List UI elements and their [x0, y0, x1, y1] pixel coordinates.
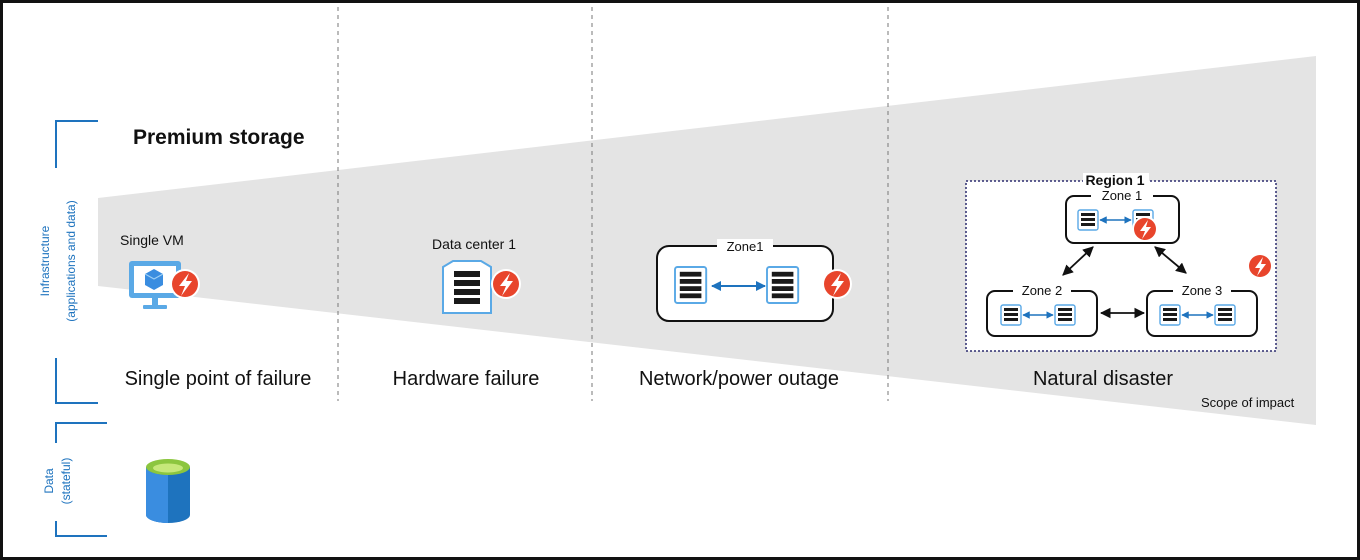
infrastructure-label: Infrastructure: [38, 225, 52, 296]
server-rack-icon: [1054, 304, 1076, 326]
zone-3-label: Zone 3: [1182, 283, 1222, 298]
premium-storage-heading: Premium storage: [133, 126, 305, 149]
zone-2-label: Zone 2: [1022, 283, 1062, 298]
lightning-failure-icon: [822, 269, 852, 299]
failure-label-natural-disaster: Natural disaster: [1033, 368, 1173, 390]
server-rack-icon: [674, 266, 708, 304]
server-rack-icon: [1159, 304, 1181, 326]
zone-1-label: Zone 1: [1102, 188, 1142, 203]
server-rack-icon: [442, 260, 492, 314]
lightning-failure-icon: [1132, 216, 1158, 242]
single-vm-label: Single VM: [120, 232, 184, 248]
failure-label-hardware: Hardware failure: [393, 368, 540, 390]
zone1-label: Zone1: [727, 239, 764, 254]
virtual-machine-icon: [129, 261, 181, 309]
lightning-failure-icon: [170, 269, 200, 299]
scope-of-impact-label: Scope of impact: [1201, 395, 1295, 410]
region-label: Region 1: [1085, 172, 1144, 188]
zone1-zone2-arrow: [1062, 246, 1094, 276]
data-center-label: Data center 1: [432, 236, 516, 252]
failure-label-single-point: Single point of failure: [125, 368, 312, 390]
lightning-failure-icon: [491, 269, 521, 299]
server-rack-icon: [1214, 304, 1236, 326]
column-dividers: [337, 7, 889, 401]
failure-label-network-power: Network/power outage: [639, 368, 839, 390]
server-rack-icon: [766, 266, 800, 304]
diagram-canvas: Infrastructure (applications and data) D…: [31, 7, 1316, 537]
data-sublabel: (stateful): [59, 458, 73, 505]
data-label: Data: [42, 468, 56, 494]
zone1-zone3-arrow: [1154, 246, 1187, 274]
storage-cylinder-icon: [146, 459, 190, 523]
lightning-failure-icon: [1247, 253, 1273, 279]
infrastructure-sublabel: (applications and data): [64, 200, 78, 321]
server-rack-icon: [1000, 304, 1022, 326]
server-rack-icon: [1077, 209, 1099, 231]
